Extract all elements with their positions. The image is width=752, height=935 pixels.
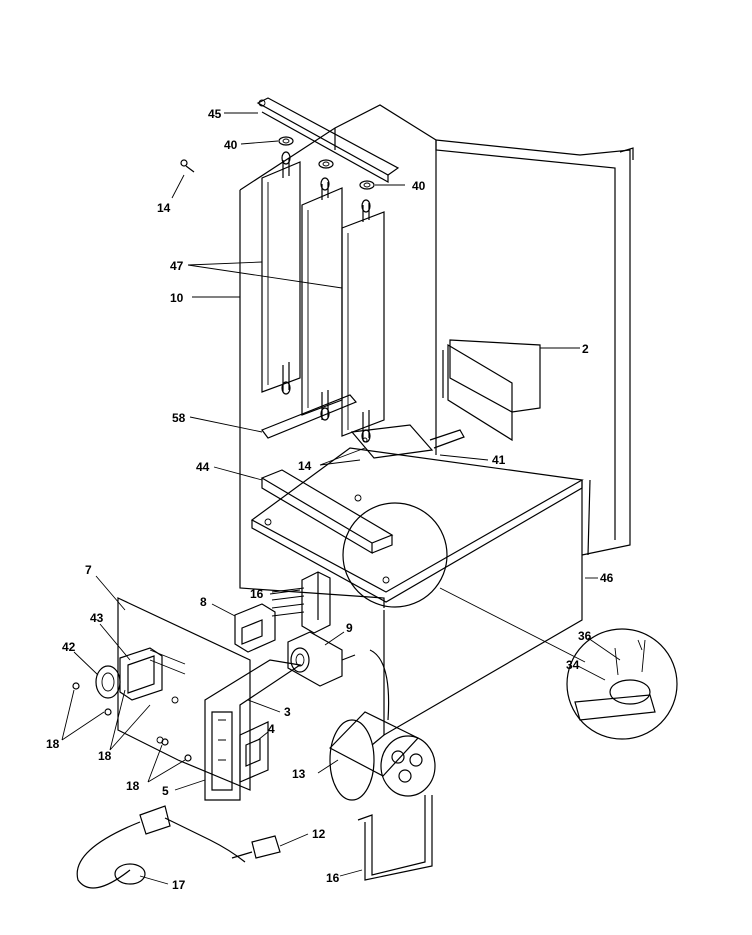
grommet <box>318 159 334 169</box>
callout-2: 2 <box>582 342 589 356</box>
callout-13: 13 <box>292 767 306 781</box>
callout-43: 43 <box>90 611 104 625</box>
control-knob <box>95 665 121 699</box>
fan-motor <box>287 631 356 687</box>
callout-leaders <box>61 112 643 885</box>
switch <box>234 603 276 653</box>
screw <box>184 754 192 762</box>
callout-18: 18 <box>98 749 112 763</box>
power-cord <box>76 805 246 889</box>
callout-36: 36 <box>578 629 592 643</box>
callout-12: 12 <box>312 827 326 841</box>
inset-thermostat-detail <box>566 628 678 740</box>
heating-element <box>261 151 301 395</box>
callout-4: 4 <box>268 722 275 736</box>
screw <box>104 708 112 716</box>
rotary-switch <box>119 647 163 701</box>
blower-wheel <box>329 649 436 801</box>
base-bracket <box>350 424 465 459</box>
callout-16: 16 <box>250 587 264 601</box>
callout-42: 42 <box>62 640 76 654</box>
base-plate <box>250 447 584 603</box>
callout-40: 40 <box>412 179 426 193</box>
callout-46: 46 <box>600 571 614 585</box>
detail-circle <box>342 502 448 608</box>
callout-45: 45 <box>208 107 222 121</box>
screw <box>72 682 80 690</box>
heating-element <box>301 177 343 421</box>
callout-7: 7 <box>85 563 92 577</box>
stand-bracket <box>357 795 433 881</box>
callout-5: 5 <box>162 784 169 798</box>
top-bracket <box>256 97 400 184</box>
callout-41: 41 <box>492 453 506 467</box>
terminal-block <box>271 571 331 634</box>
callout-9: 9 <box>346 621 353 635</box>
callout-58: 58 <box>172 411 186 425</box>
leader-line <box>439 587 586 663</box>
callout-47: 47 <box>170 259 184 273</box>
screw <box>180 159 195 173</box>
callout-14: 14 <box>298 459 312 473</box>
bottom-bracket <box>261 394 357 439</box>
callout-40: 40 <box>224 138 238 152</box>
control-panel <box>117 597 251 791</box>
cabinet-housing <box>239 104 634 746</box>
grommet <box>278 136 294 146</box>
grommet <box>359 180 375 190</box>
thermostat <box>231 835 281 859</box>
relay <box>239 721 269 783</box>
callout-44: 44 <box>196 460 210 474</box>
callout-16: 16 <box>326 871 340 885</box>
callout-18: 18 <box>46 737 60 751</box>
callout-3: 3 <box>284 705 291 719</box>
callout-18: 18 <box>126 779 140 793</box>
mounting-bracket <box>260 469 394 555</box>
callout-8: 8 <box>200 595 207 609</box>
motor-bracket <box>204 659 302 801</box>
callout-10: 10 <box>170 291 184 305</box>
callout-17: 17 <box>172 878 186 892</box>
screw <box>161 738 169 746</box>
air-filter <box>442 339 541 442</box>
callout-14: 14 <box>157 201 171 215</box>
callout-34: 34 <box>566 658 580 672</box>
